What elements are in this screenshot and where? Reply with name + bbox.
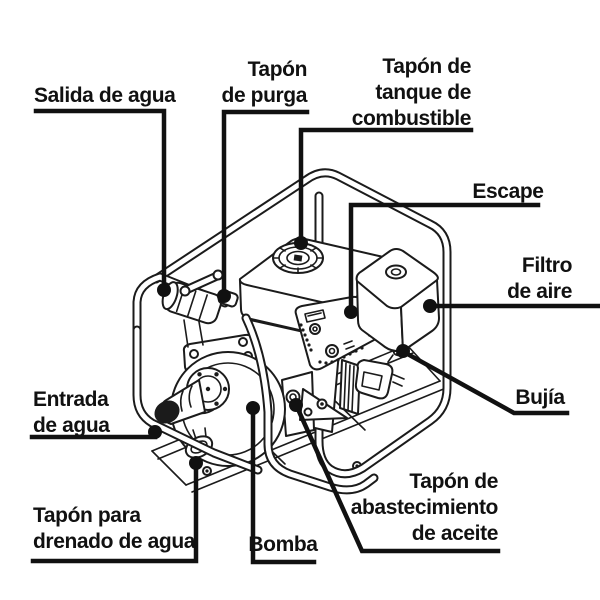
outlet-lever-knob [179, 285, 191, 297]
leader-escape [348, 202, 541, 313]
label-escape: Escape [472, 180, 544, 203]
label-salida-de-agua: Salida de agua [34, 84, 176, 107]
label-entrada-de-agua: Entrada de agua [33, 388, 110, 437]
frame-rear-hoop [151, 168, 452, 479]
dot-tapon-drenado [189, 456, 203, 470]
label-tapon-tanque: Tapón de tanque de combustible [351, 55, 472, 130]
leader-bujia [400, 348, 570, 416]
label-tapon-drenado: Tapón para drenado de agua [33, 504, 196, 553]
dot-escape [344, 305, 358, 319]
dot-filtro-de-aire [423, 299, 437, 313]
dot-bomba [246, 401, 260, 415]
label-tapon-de-purga: Tapón de purga [221, 58, 308, 107]
dot-salida-de-agua [157, 283, 171, 297]
air-filter [355, 248, 440, 353]
dot-bujia [396, 344, 410, 358]
dot-tapon-aceite [289, 398, 303, 412]
label-filtro-de-aire: Filtro de aire [507, 254, 572, 303]
leader-tapon-aceite [294, 404, 501, 554]
leader-salida-de-agua [33, 108, 167, 291]
dot-entrada-de-agua [148, 425, 162, 439]
wing-nut [385, 264, 407, 280]
leader-tapon-tanque [298, 127, 474, 244]
label-tapon-aceite: Tapón de abastecimiento de aceite [350, 470, 499, 545]
label-bomba: Bomba [248, 533, 318, 556]
frame-left-hoop-rear [132, 272, 230, 350]
frame-left-hoop-front [132, 313, 379, 495]
leader-bomba [250, 406, 317, 565]
fuel-cap [272, 242, 324, 274]
leader-lines [29, 108, 600, 565]
dot-tapon-tanque [294, 236, 308, 250]
leader-dots [148, 236, 437, 470]
water-inlet [154, 379, 206, 425]
leader-tapon-drenado [30, 462, 199, 564]
label-bujia: Bujía [515, 386, 565, 409]
dot-tapon-de-purga [217, 289, 231, 303]
leader-tapon-de-purga [221, 109, 310, 297]
